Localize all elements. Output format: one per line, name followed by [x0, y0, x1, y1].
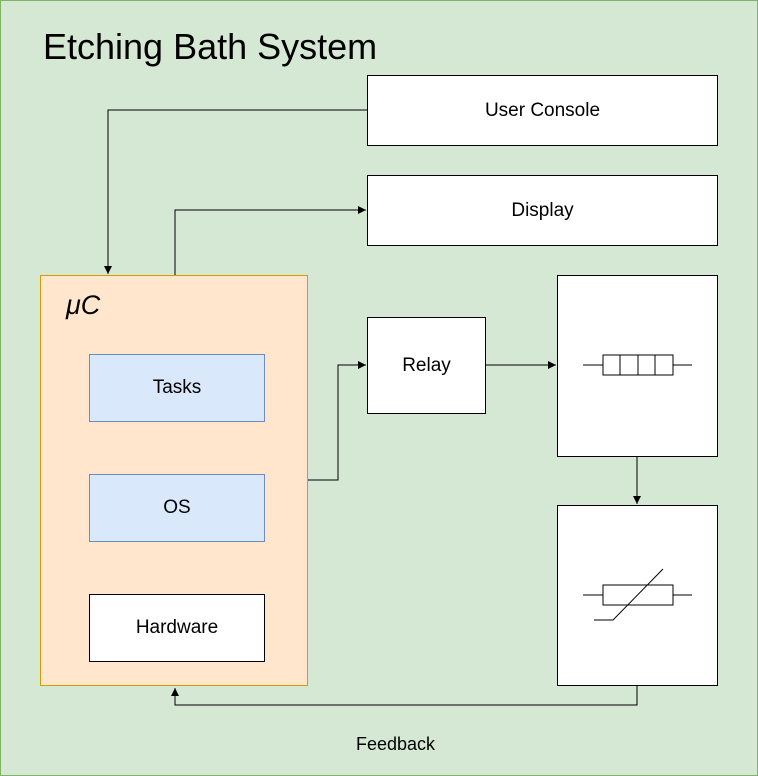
display-box: Display: [367, 175, 718, 246]
arrow-uc-to-relay: [308, 361, 366, 481]
hardware-layer: Hardware: [89, 594, 265, 662]
diagram-title: Etching Bath System: [43, 26, 378, 67]
arrow-feedback: [171, 686, 638, 706]
arrow-uc-to-display: [174, 206, 366, 275]
heater-box: [557, 275, 718, 457]
os-layer: OS: [89, 474, 265, 542]
thermistor-icon: [583, 568, 692, 621]
microcontroller-label: μC: [66, 290, 101, 320]
heater-resistor-icon: [583, 354, 692, 376]
tasks-layer: Tasks: [89, 354, 265, 422]
user-console-box: User Console: [367, 75, 718, 146]
feedback-label: Feedback: [356, 734, 436, 754]
sensor-box: [557, 505, 718, 686]
relay-box: Relay: [367, 317, 486, 414]
arrow-console-to-uc: [104, 109, 368, 274]
